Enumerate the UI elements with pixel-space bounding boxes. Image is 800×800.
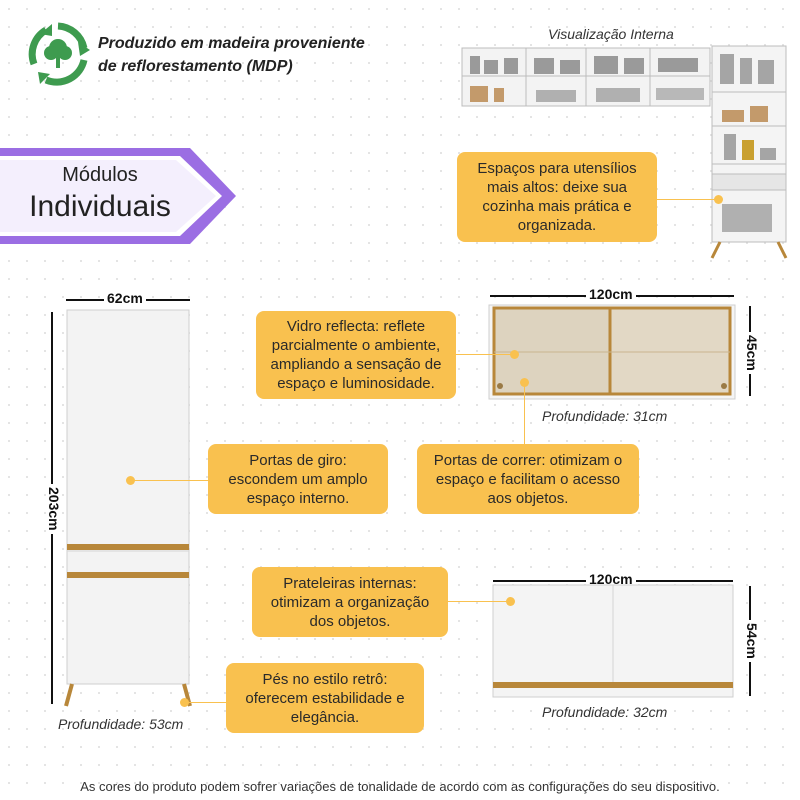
eco-text: Produzido em madeira proveniente de refl… <box>98 32 428 78</box>
glass-width-label: 120cm <box>586 286 636 302</box>
internal-view-pointer-dot <box>714 195 723 204</box>
glass-height-label: 45cm <box>744 332 760 374</box>
glass-depth-label: Profundidade: 31cm <box>542 408 668 424</box>
sliding-pointer <box>524 382 525 444</box>
modules-banner: Módulos Individuais <box>0 148 240 244</box>
shelves-pointer <box>448 601 508 602</box>
footer-disclaimer: As cores do produto podem sofrer variaçõ… <box>80 779 720 794</box>
glass-pointer-dot <box>510 350 519 359</box>
banner-line1: Módulos <box>62 164 138 186</box>
eco-text-line1: Produzido em madeira proveniente <box>98 35 365 52</box>
tall-height-label: 203cm <box>46 484 62 534</box>
internal-view-callout: Espaços para utensílios mais altos: deix… <box>457 152 657 242</box>
tall-width-label: 62cm <box>104 290 146 306</box>
wall-height-label: 54cm <box>744 620 760 662</box>
internal-view-pointer <box>656 199 718 200</box>
shelves-callout: Prateleiras internas: otimizam a organiz… <box>252 567 448 637</box>
internal-view-illustration <box>460 44 790 260</box>
sliding-callout: Portas de correr: otimizam o espaço e fa… <box>417 444 639 514</box>
eco-text-line2: de reflorestamento (MDP) <box>98 58 293 75</box>
banner-line2: Individuais <box>29 190 171 223</box>
tall-doors-dot <box>126 476 135 485</box>
banner-shape <box>0 148 236 244</box>
tall-doors-callout: Portas de giro: escondem um amplo espaço… <box>208 444 388 514</box>
wall-cabinet-illustration <box>492 584 736 700</box>
wall-width-label: 120cm <box>586 571 636 587</box>
tall-doors-pointer <box>134 480 210 481</box>
tall-feet-callout: Pés no estilo retrô: oferecem estabilida… <box>226 663 424 733</box>
glass-cabinet-illustration <box>488 304 738 400</box>
tall-feet-pointer <box>188 702 228 703</box>
tall-depth-label: Profundidade: 53cm <box>58 716 184 732</box>
tall-cabinet-illustration <box>64 308 194 708</box>
glass-callout: Vidro reflecta: reflete parcialmente o a… <box>256 311 456 399</box>
internal-view-title: Visualização Interna <box>548 26 674 42</box>
eco-badge <box>24 20 92 88</box>
tall-feet-dot <box>180 698 189 707</box>
wall-depth-label: Profundidade: 32cm <box>542 704 668 720</box>
recycle-tree-icon <box>28 22 90 86</box>
shelves-pointer-dot <box>506 597 515 606</box>
sliding-pointer-dot <box>520 378 529 387</box>
glass-pointer <box>456 354 514 355</box>
